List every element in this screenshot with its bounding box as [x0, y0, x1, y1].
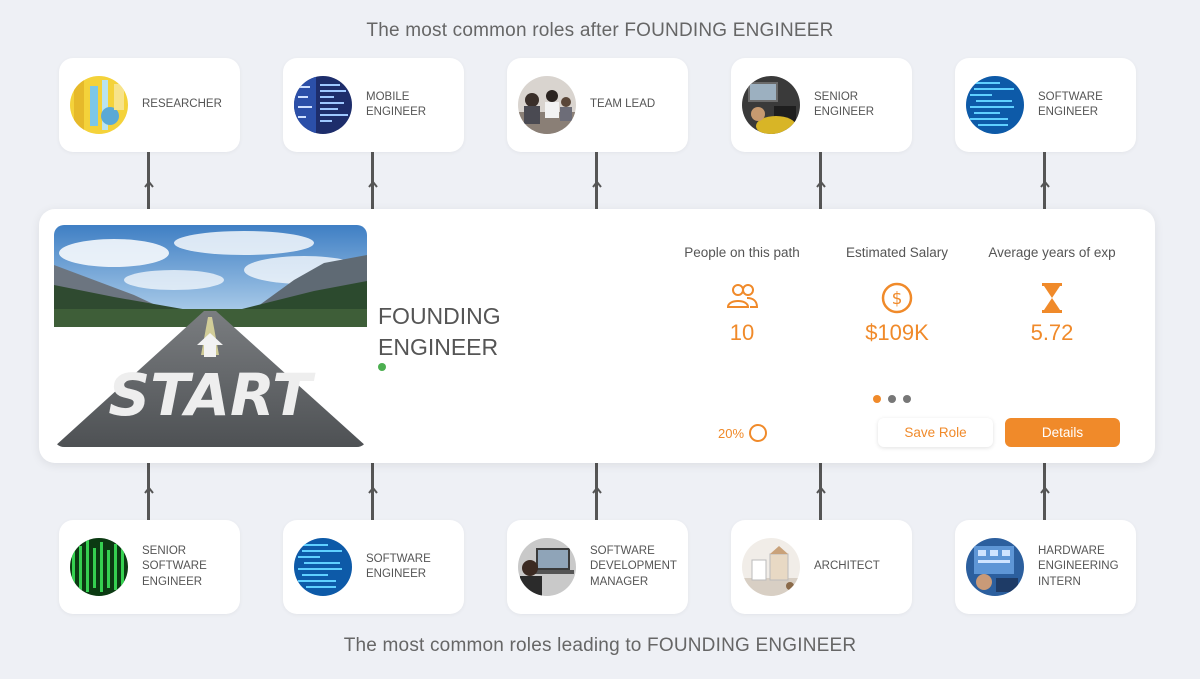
mobile-engineer-thumbnail — [294, 76, 352, 134]
pager-dot[interactable] — [888, 395, 896, 403]
role-label: TEAM LEAD — [590, 98, 656, 111]
arrow-up-icon — [143, 486, 154, 494]
role-label: SENIOR SOFTWARE ENGINEER — [142, 544, 207, 588]
arrow-up-icon — [143, 180, 154, 188]
start-road-marking: START — [108, 361, 316, 429]
status-dot — [378, 363, 386, 371]
senior-engineer-thumbnail — [742, 76, 800, 134]
role-label: ARCHITECT — [814, 560, 880, 573]
stat-label: People on this path — [684, 245, 800, 260]
previous-role-card-senior-software-engineer[interactable]: SENIOR SOFTWARE ENGINEER — [59, 520, 240, 614]
next-roles-heading: The most common roles after FOUNDING ENG… — [366, 20, 834, 41]
stat-value: 10 — [729, 320, 755, 345]
team-lead-thumbnail — [518, 76, 576, 134]
software-development-manager-thumbnail — [518, 538, 576, 596]
arrow-up-icon — [815, 486, 826, 494]
next-role-card-researcher[interactable]: RESEARCHER — [59, 58, 240, 152]
arrow-up-icon — [367, 180, 378, 188]
progress-indicator: 20% — [718, 424, 768, 442]
next-role-card-team-lead[interactable]: TEAM LEAD — [507, 58, 688, 152]
svg-text:$: $ — [892, 289, 903, 309]
role-label: SOFTWARE DEVELOPMENT MANAGER — [590, 544, 677, 588]
connector-line — [595, 463, 598, 520]
arrow-up-icon — [367, 486, 378, 494]
arrow-up-icon — [1039, 486, 1050, 494]
previous-role-card-software-development-manager[interactable]: SOFTWARE DEVELOPMENT MANAGER — [507, 520, 688, 614]
senior-software-engineer-thumbnail — [70, 538, 128, 596]
stat-experience: Average years of exp 5.72 — [972, 245, 1132, 346]
role-title: FOUNDING ENGINEER — [378, 303, 501, 360]
next-role-card-senior-engineer[interactable]: SENIOR ENGINEER — [731, 58, 912, 152]
stat-label: Average years of exp — [988, 245, 1116, 260]
arrow-up-icon — [591, 180, 602, 188]
stat-people: People on this path 10 — [662, 245, 822, 346]
details-button[interactable]: Details — [1005, 418, 1120, 447]
previous-role-card-software-engineer[interactable]: SOFTWARE ENGINEER — [283, 520, 464, 614]
stat-value: $109K — [865, 320, 929, 345]
architect-thumbnail — [742, 538, 800, 596]
role-label: MOBILE ENGINEER — [366, 90, 427, 119]
connector-line — [371, 463, 374, 520]
people-icon — [662, 282, 822, 312]
role-label: SOFTWARE ENGINEER — [366, 552, 431, 581]
progress-text: 20% — [718, 425, 745, 441]
connector-line — [147, 463, 150, 520]
stat-label: Estimated Salary — [845, 245, 949, 260]
progress-ring-icon — [749, 424, 768, 442]
researcher-thumbnail — [70, 76, 128, 134]
stat-value: 5.72 — [1030, 320, 1074, 345]
next-role-card-software-engineer[interactable]: SOFTWARE ENGINEER — [955, 58, 1136, 152]
carousel-pager — [873, 390, 918, 408]
previous-role-card-hardware-engineering-intern[interactable]: HARDWARE ENGINEERING INTERN — [955, 520, 1136, 614]
hardware-engineering-intern-thumbnail — [966, 538, 1024, 596]
connector-line — [819, 463, 822, 520]
role-label: SOFTWARE ENGINEER — [1038, 90, 1103, 119]
next-role-card-mobile-engineer[interactable]: MOBILE ENGINEER — [283, 58, 464, 152]
role-label: RESEARCHER — [142, 98, 222, 111]
arrow-up-icon — [591, 486, 602, 494]
previous-role-card-architect[interactable]: ARCHITECT — [731, 520, 912, 614]
arrow-up-icon — [815, 180, 826, 188]
role-label: SENIOR ENGINEER — [814, 90, 875, 119]
pager-dot[interactable] — [903, 395, 911, 403]
hero-image: START — [54, 225, 367, 447]
dollar-circle-icon: $ — [817, 282, 977, 314]
connector-line — [1043, 463, 1046, 520]
previous-roles-heading: The most common roles leading to FOUNDIN… — [343, 635, 857, 656]
save-role-button[interactable]: Save Role — [878, 418, 993, 447]
stat-salary: Estimated Salary $ $109K — [817, 245, 977, 346]
current-role-card: START FOUNDING ENGINEER People on this p… — [39, 209, 1155, 463]
arrow-up-icon — [1039, 180, 1050, 188]
software-engineer-thumbnail — [966, 76, 1024, 134]
software-engineer-thumbnail — [294, 538, 352, 596]
pager-dot[interactable] — [873, 395, 881, 403]
hourglass-icon — [972, 282, 1132, 313]
role-label: HARDWARE ENGINEERING INTERN — [1038, 544, 1119, 588]
